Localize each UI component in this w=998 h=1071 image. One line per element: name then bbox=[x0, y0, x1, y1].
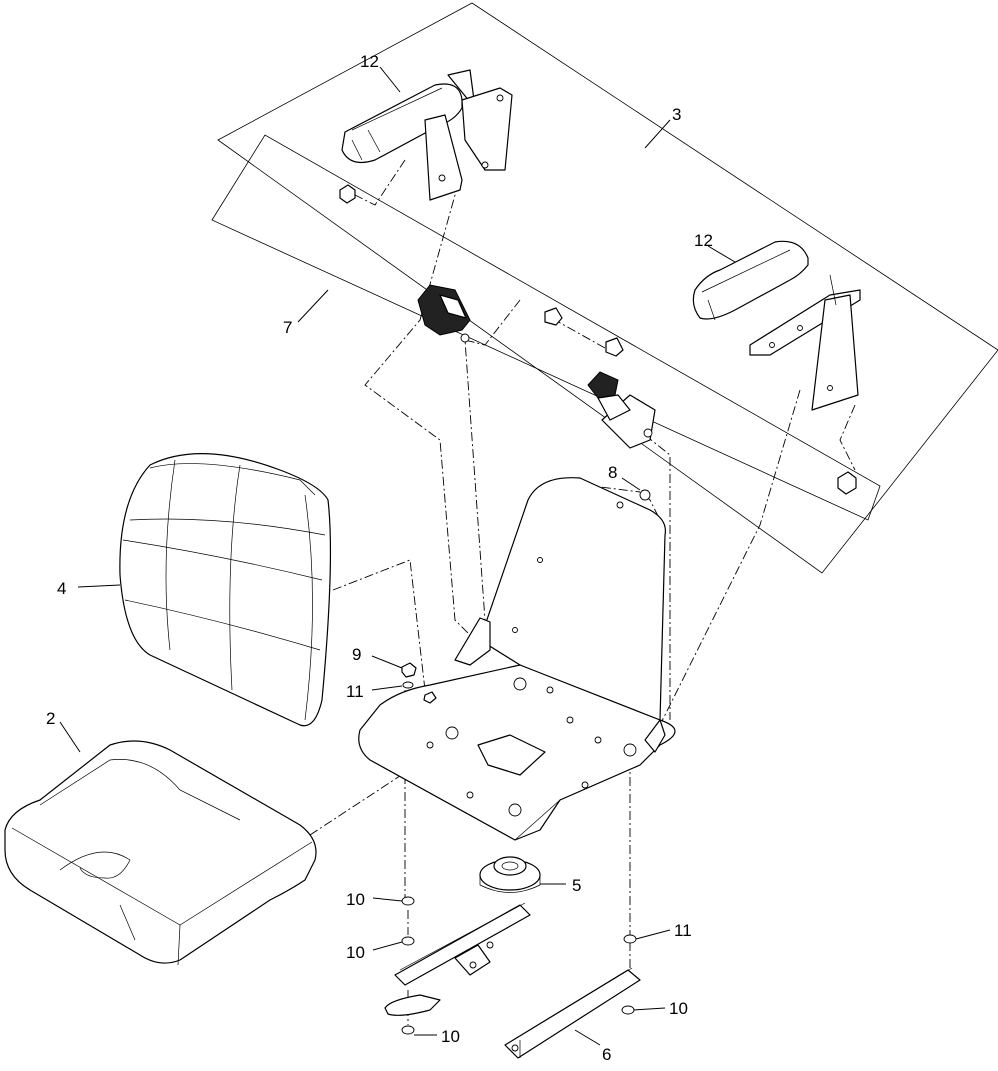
leader-lines bbox=[59, 66, 736, 1046]
seat-back-cushion bbox=[119, 453, 332, 727]
slide-rail-left bbox=[384, 902, 531, 1016]
bolt-1 bbox=[544, 307, 563, 326]
armrest-right bbox=[692, 240, 861, 411]
callout-6: 6 bbox=[602, 1045, 611, 1064]
callouts: 12 12 3 7 8 4 9 11 2 5 10 10 11 10 10 6 bbox=[46, 52, 713, 1064]
washers bbox=[401, 662, 637, 1035]
callout-11-top: 11 bbox=[346, 682, 364, 701]
nut-left bbox=[339, 184, 356, 204]
armrest-left bbox=[341, 69, 513, 201]
callout-8: 8 bbox=[608, 463, 617, 482]
callout-10-b: 10 bbox=[346, 943, 365, 962]
callout-3: 3 bbox=[672, 105, 681, 124]
seat-bottom-cushion bbox=[4, 740, 317, 966]
callout-12-right: 12 bbox=[694, 231, 713, 250]
callout-10-a: 10 bbox=[346, 890, 365, 909]
callout-2: 2 bbox=[46, 709, 55, 728]
bolt-2 bbox=[605, 337, 624, 357]
callout-4: 4 bbox=[57, 579, 66, 598]
seatbelt-buckle-right bbox=[587, 371, 656, 449]
callout-7: 7 bbox=[283, 318, 292, 337]
bolt-8 bbox=[639, 489, 651, 501]
seatbelt-buckle-left bbox=[417, 284, 471, 343]
callout-11-bottom: 11 bbox=[674, 921, 692, 940]
callout-10-d: 10 bbox=[441, 1027, 460, 1046]
callout-5: 5 bbox=[572, 876, 581, 895]
callout-12-left: 12 bbox=[360, 52, 379, 71]
swivel bbox=[479, 856, 541, 893]
nut-right bbox=[837, 471, 857, 495]
seat-pan bbox=[358, 477, 676, 841]
slide-rail-right bbox=[504, 967, 641, 1059]
callout-9: 9 bbox=[352, 645, 361, 664]
callout-10-c: 10 bbox=[669, 999, 688, 1018]
